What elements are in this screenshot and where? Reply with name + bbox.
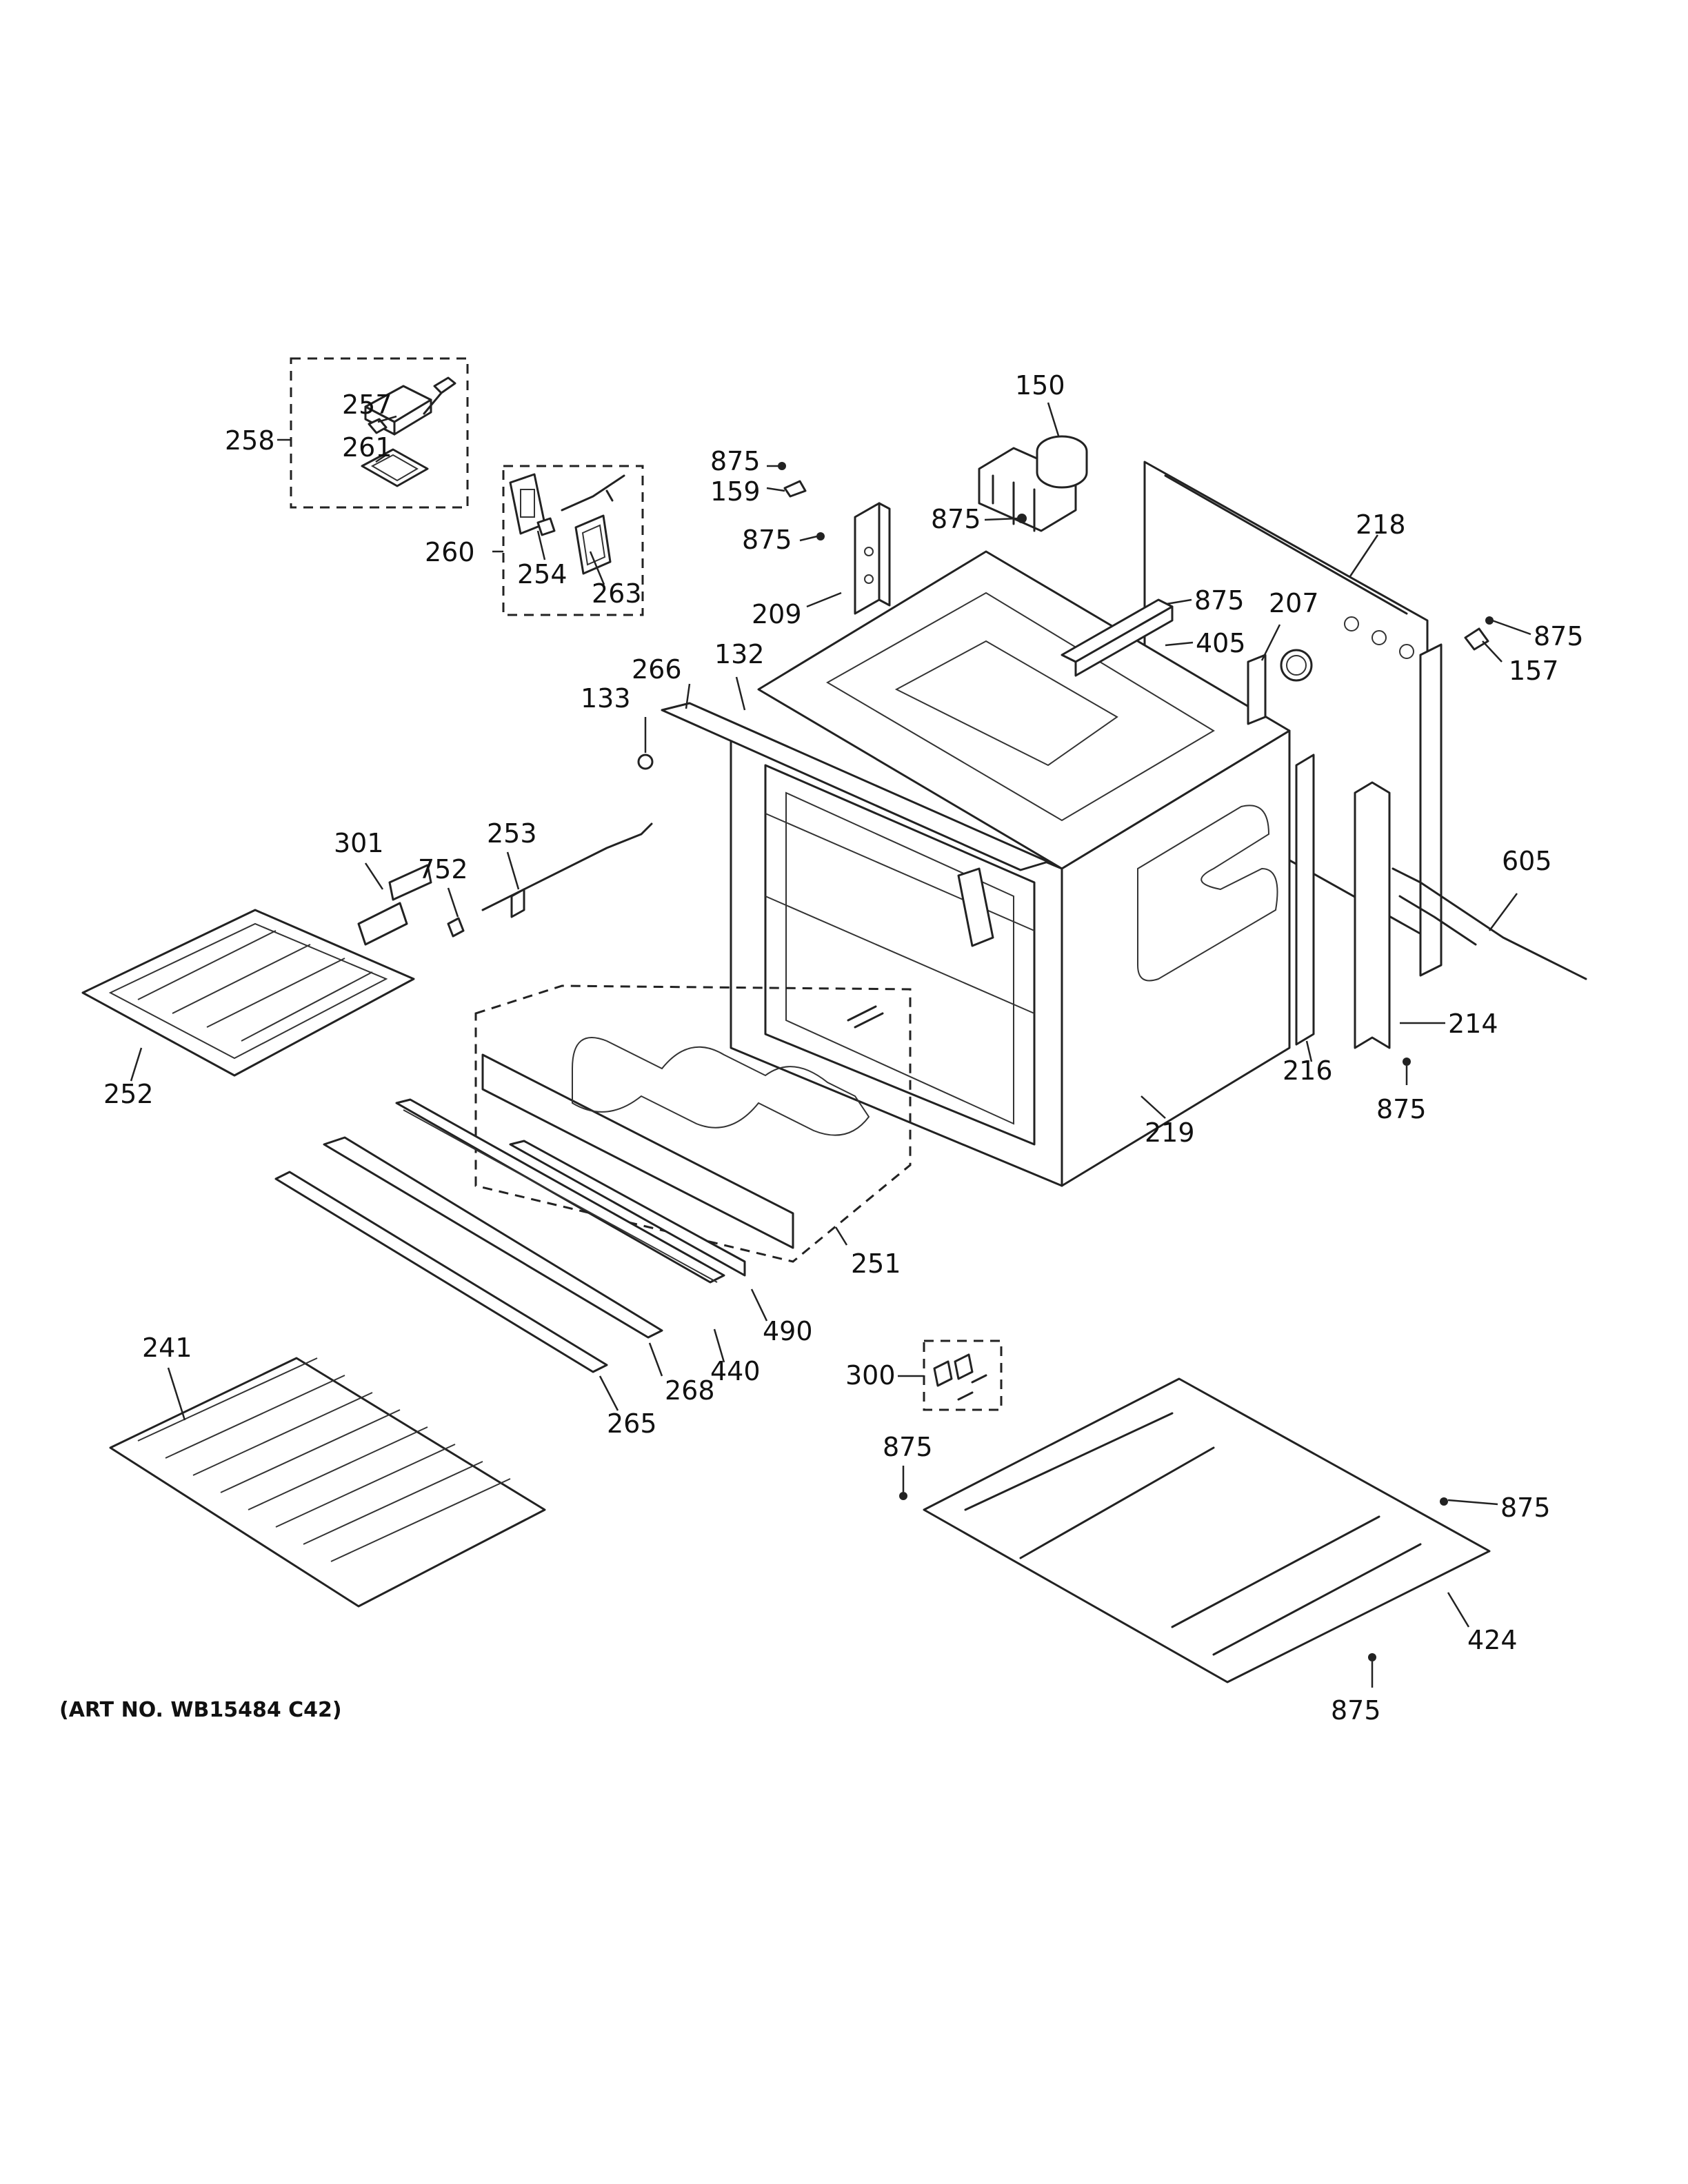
callout-300: 300 bbox=[845, 1360, 896, 1391]
group-258-box bbox=[277, 357, 469, 509]
bake-element-251 bbox=[474, 984, 912, 1263]
callout-875-bottom-right: 875 bbox=[1500, 1493, 1551, 1523]
motor-150 bbox=[978, 435, 1088, 532]
callout-266: 266 bbox=[632, 654, 682, 685]
group-300-box bbox=[898, 1339, 1003, 1411]
callout-258: 258 bbox=[225, 425, 275, 456]
callout-159: 159 bbox=[710, 476, 761, 507]
callout-133: 133 bbox=[581, 683, 631, 714]
callout-605: 605 bbox=[1502, 846, 1552, 876]
callout-875-thermostat-top: 875 bbox=[710, 446, 761, 476]
oven-cavity bbox=[661, 550, 1313, 1187]
callout-251: 251 bbox=[851, 1248, 901, 1279]
art-number: (ART NO. WB15484 C42) bbox=[59, 1698, 342, 1722]
callout-263: 263 bbox=[592, 578, 642, 609]
callout-424: 424 bbox=[1467, 1625, 1518, 1655]
callout-157: 157 bbox=[1509, 656, 1559, 686]
leader-lines bbox=[130, 402, 1531, 1688]
callout-261: 261 bbox=[342, 432, 392, 463]
callout-440: 440 bbox=[710, 1356, 761, 1386]
callout-490: 490 bbox=[763, 1316, 813, 1346]
bracket-209 bbox=[778, 462, 891, 615]
callout-268: 268 bbox=[665, 1375, 715, 1406]
vent-pieces bbox=[274, 1098, 746, 1373]
callout-875-motor: 875 bbox=[931, 504, 981, 534]
callout-875-rail: 875 bbox=[1376, 1094, 1427, 1124]
callout-219: 219 bbox=[1145, 1118, 1195, 1148]
callout-752: 752 bbox=[418, 854, 468, 884]
callout-216: 216 bbox=[1283, 1055, 1333, 1086]
callout-875-bottom: 875 bbox=[1331, 1695, 1381, 1726]
callout-214: 214 bbox=[1448, 1009, 1498, 1039]
side-rails bbox=[1295, 616, 1587, 1066]
callout-132: 132 bbox=[714, 639, 765, 669]
callout-labels: 258 257 261 260 254 263 875 159 875 150 … bbox=[59, 370, 1584, 1726]
callout-875-right: 875 bbox=[1534, 621, 1584, 651]
callout-254: 254 bbox=[517, 559, 567, 589]
callout-875-bottom-left: 875 bbox=[883, 1432, 933, 1462]
callout-209: 209 bbox=[752, 599, 802, 629]
rack-241 bbox=[109, 1357, 546, 1608]
callout-241: 241 bbox=[142, 1333, 192, 1363]
callout-265: 265 bbox=[607, 1408, 657, 1439]
callout-257: 257 bbox=[342, 390, 392, 420]
callout-405: 405 bbox=[1196, 628, 1246, 658]
callout-253: 253 bbox=[487, 818, 537, 849]
bottom-424 bbox=[899, 1377, 1491, 1684]
callout-301: 301 bbox=[334, 828, 384, 858]
callout-875-bracket: 875 bbox=[742, 525, 792, 555]
callout-207: 207 bbox=[1269, 588, 1319, 618]
callout-260: 260 bbox=[425, 537, 475, 567]
group-260-box bbox=[492, 465, 644, 616]
callout-252: 252 bbox=[103, 1079, 154, 1109]
callout-875-duct: 875 bbox=[1194, 585, 1245, 616]
callout-150: 150 bbox=[1015, 370, 1065, 401]
callout-218: 218 bbox=[1356, 509, 1406, 540]
broil-element-252 bbox=[81, 754, 654, 1077]
